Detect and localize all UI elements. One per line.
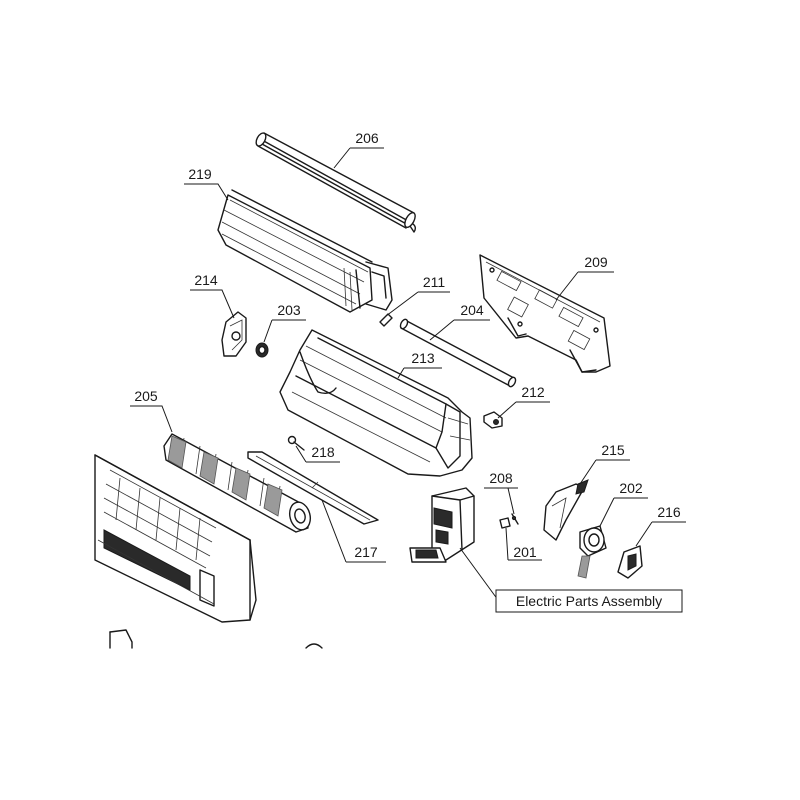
part-209-mounting-plate [479, 254, 611, 373]
part-215-motor-cover [543, 479, 589, 541]
label-211: 211 [423, 274, 446, 290]
part-204-shaft [399, 318, 517, 388]
label-201: 201 [513, 544, 537, 560]
label-216: 216 [657, 504, 681, 520]
label-209: 209 [584, 254, 608, 270]
front-panel [94, 454, 257, 623]
label-215: 215 [601, 442, 625, 458]
label-204: 204 [460, 302, 484, 318]
part-216-bracket [617, 545, 643, 579]
part-211-clip [379, 313, 393, 327]
label-217: 217 [354, 544, 378, 560]
part-217-strip [247, 451, 379, 525]
part-206-tube [255, 132, 417, 233]
leader-lines [130, 147, 686, 601]
assembly-label-box [495, 589, 683, 613]
assembly-callout: Electric Parts Assembly [495, 589, 683, 613]
label-205: 205 [134, 388, 158, 404]
part-213-chassis [279, 329, 473, 477]
part-labels: 206 219 209 214 211 203 204 213 205 212 … [134, 130, 681, 560]
label-203: 203 [277, 302, 301, 318]
label-219: 219 [188, 166, 212, 182]
label-218: 218 [311, 444, 335, 460]
part-208-sensor [511, 513, 519, 525]
label-212: 212 [521, 384, 545, 400]
part-201-clip [499, 517, 511, 529]
part-212-fitting [483, 411, 503, 429]
label-202: 202 [619, 480, 643, 496]
part-205-fan [163, 433, 312, 533]
part-214-side-bracket [221, 311, 247, 357]
label-214: 214 [194, 272, 218, 288]
part-202-motor [577, 525, 607, 579]
assembly-label: Electric Parts Assembly [516, 593, 662, 609]
part-219-heat-exchanger [217, 189, 393, 313]
part-218-screw [287, 435, 305, 451]
electric-parts-box [409, 487, 475, 563]
part-203-bearing [255, 342, 269, 358]
partial-part-bottom [109, 629, 323, 649]
label-208: 208 [489, 470, 513, 486]
label-213: 213 [411, 350, 435, 366]
label-206: 206 [355, 130, 379, 146]
